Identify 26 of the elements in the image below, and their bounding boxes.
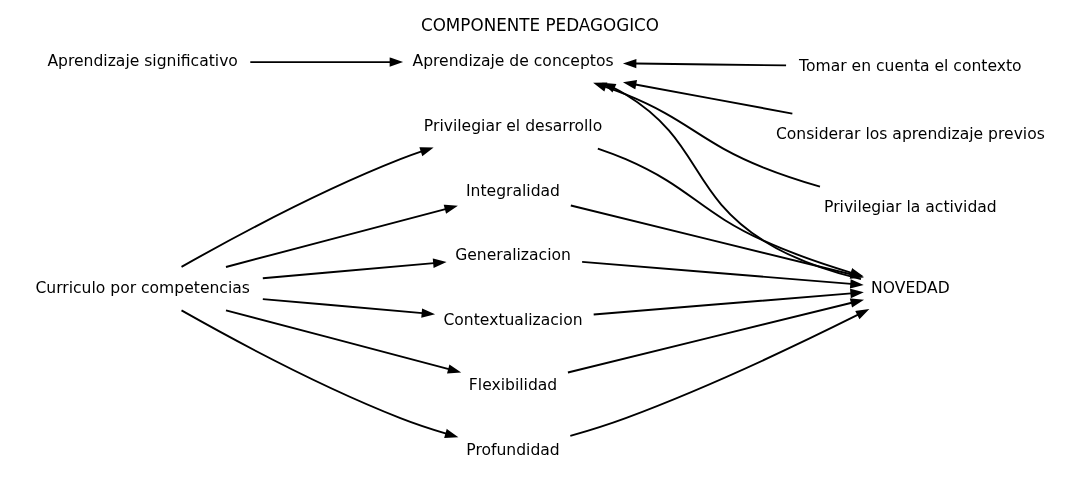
arrow: [249, 57, 404, 67]
arrow: [225, 309, 462, 374]
arrow: [566, 298, 864, 374]
arrow: [261, 298, 436, 318]
arrow: [180, 147, 434, 268]
arrow: [180, 309, 459, 438]
node-text: Integralidad: [466, 181, 561, 200]
node-text: Flexibilidad: [468, 375, 558, 394]
arrow: [225, 204, 458, 268]
diagram-title: COMPONENTE PEDAGOGICO: [420, 15, 660, 36]
node-text: NOVEDAD: [871, 278, 950, 297]
node-text: Aprendizaje significativo: [47, 52, 238, 71]
node-text: Curriculo por competencias: [35, 278, 250, 297]
arrow: [261, 258, 447, 280]
node-text: Aprendizaje de conceptos: [412, 52, 614, 71]
arrow: [622, 80, 794, 115]
node-text: Privilegiar la actividad: [824, 198, 997, 217]
arrow: [569, 309, 870, 437]
node-text: Considerar los aprendizaje previos: [775, 125, 1045, 144]
node-text: Contextualizacion: [443, 311, 583, 330]
node-text: Profundidad: [466, 440, 560, 459]
node-text: Tomar en cuenta el contexto: [799, 56, 1022, 75]
node-text: Generalizacion: [455, 246, 571, 265]
arrow: [592, 288, 864, 316]
arrow: [622, 58, 788, 69]
node-text: Privilegiar el desarrollo: [423, 116, 603, 135]
